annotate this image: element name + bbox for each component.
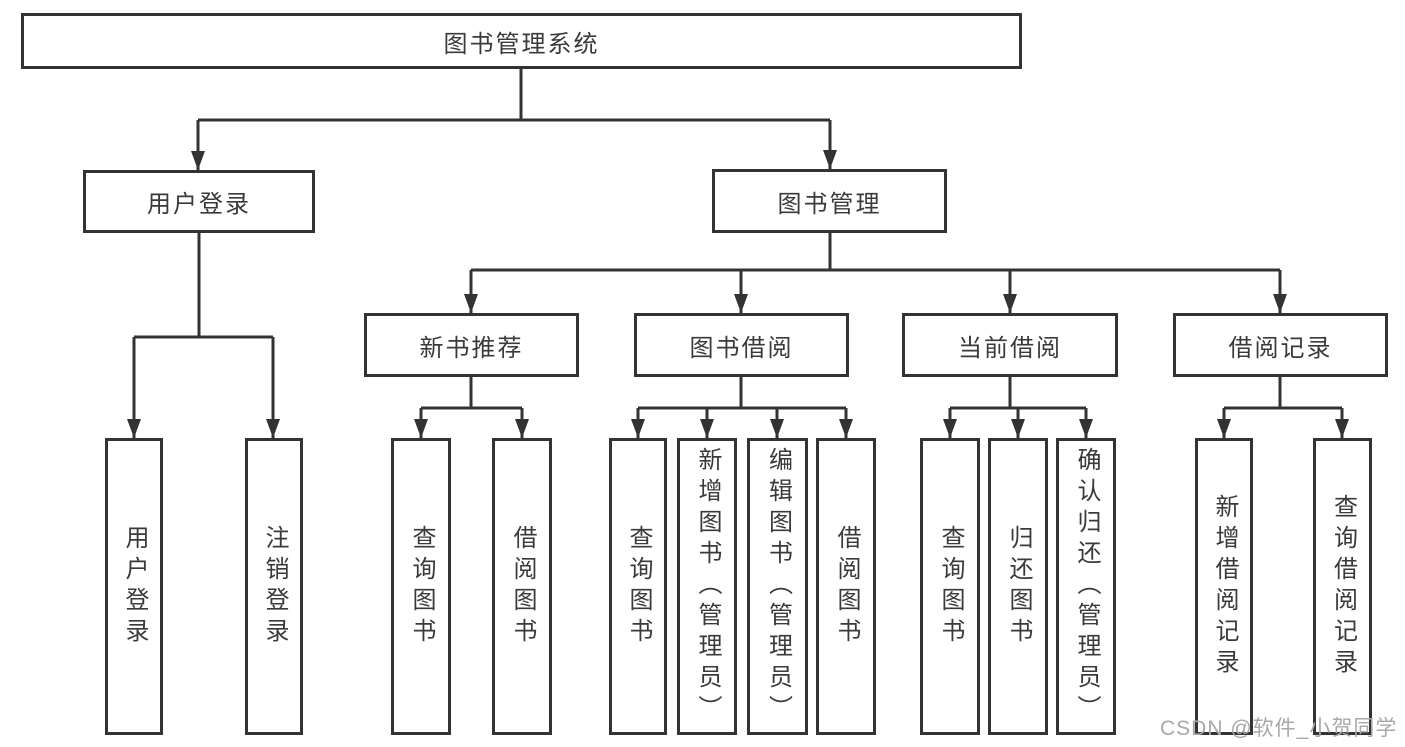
leaf-borrow-books-recommend: 借阅图书 (492, 438, 552, 735)
leaf-query-books-borrowing-label: 查询图书 (625, 524, 652, 649)
node-book-management: 图书管理 (712, 169, 947, 233)
leaf-user-login-label: 用户登录 (121, 524, 148, 649)
leaf-add-borrow-record-label: 新增借阅记录 (1211, 493, 1238, 680)
leaf-query-borrow-record-label: 查询借阅记录 (1329, 493, 1357, 680)
leaf-query-books-current: 查询图书 (920, 438, 980, 735)
node-new-book-recommend: 新书推荐 (364, 313, 579, 377)
node-book-borrowing: 图书借阅 (634, 313, 849, 377)
leaf-borrow-books-borrowing: 借阅图书 (816, 438, 876, 735)
leaf-borrow-books-recommend-label: 借阅图书 (509, 524, 536, 649)
leaf-confirm-return-admin: 确认归还（管理员） (1056, 438, 1116, 735)
leaf-edit-book-admin: 编辑图书（管理员） (747, 438, 808, 735)
leaf-query-books-recommend-label: 查询图书 (408, 524, 435, 649)
leaf-user-login: 用户登录 (105, 438, 163, 735)
leaf-add-book-admin-label: 新增图书（管理员） (694, 447, 721, 726)
leaf-borrow-books-borrowing-label: 借阅图书 (833, 524, 860, 649)
node-current-borrowing: 当前借阅 (902, 313, 1118, 377)
leaf-add-book-admin: 新增图书（管理员） (677, 438, 737, 735)
arrowheads (127, 150, 1349, 438)
csdn-watermark: CSDN @软件_小贺同学 (1160, 717, 1398, 740)
node-user-login: 用户登录 (83, 170, 315, 233)
node-borrow-records: 借阅记录 (1173, 313, 1388, 377)
node-library-system: 图书管理系统 (21, 13, 1022, 69)
leaf-logout: 注销登录 (245, 438, 303, 735)
leaf-add-borrow-record: 新增借阅记录 (1195, 438, 1253, 735)
leaf-edit-book-admin-label: 编辑图书（管理员） (764, 447, 792, 726)
leaf-logout-label: 注销登录 (261, 524, 288, 649)
leaf-query-books-borrowing: 查询图书 (609, 438, 667, 735)
leaf-return-books-label: 归还图书 (1005, 524, 1032, 649)
leaf-query-borrow-record: 查询借阅记录 (1313, 438, 1372, 735)
leaf-query-books-recommend: 查询图书 (391, 438, 451, 735)
leaf-return-books: 归还图书 (988, 438, 1048, 735)
leaf-confirm-return-admin-label: 确认归还（管理员） (1073, 447, 1100, 726)
leaf-query-books-current-label: 查询图书 (937, 524, 964, 649)
